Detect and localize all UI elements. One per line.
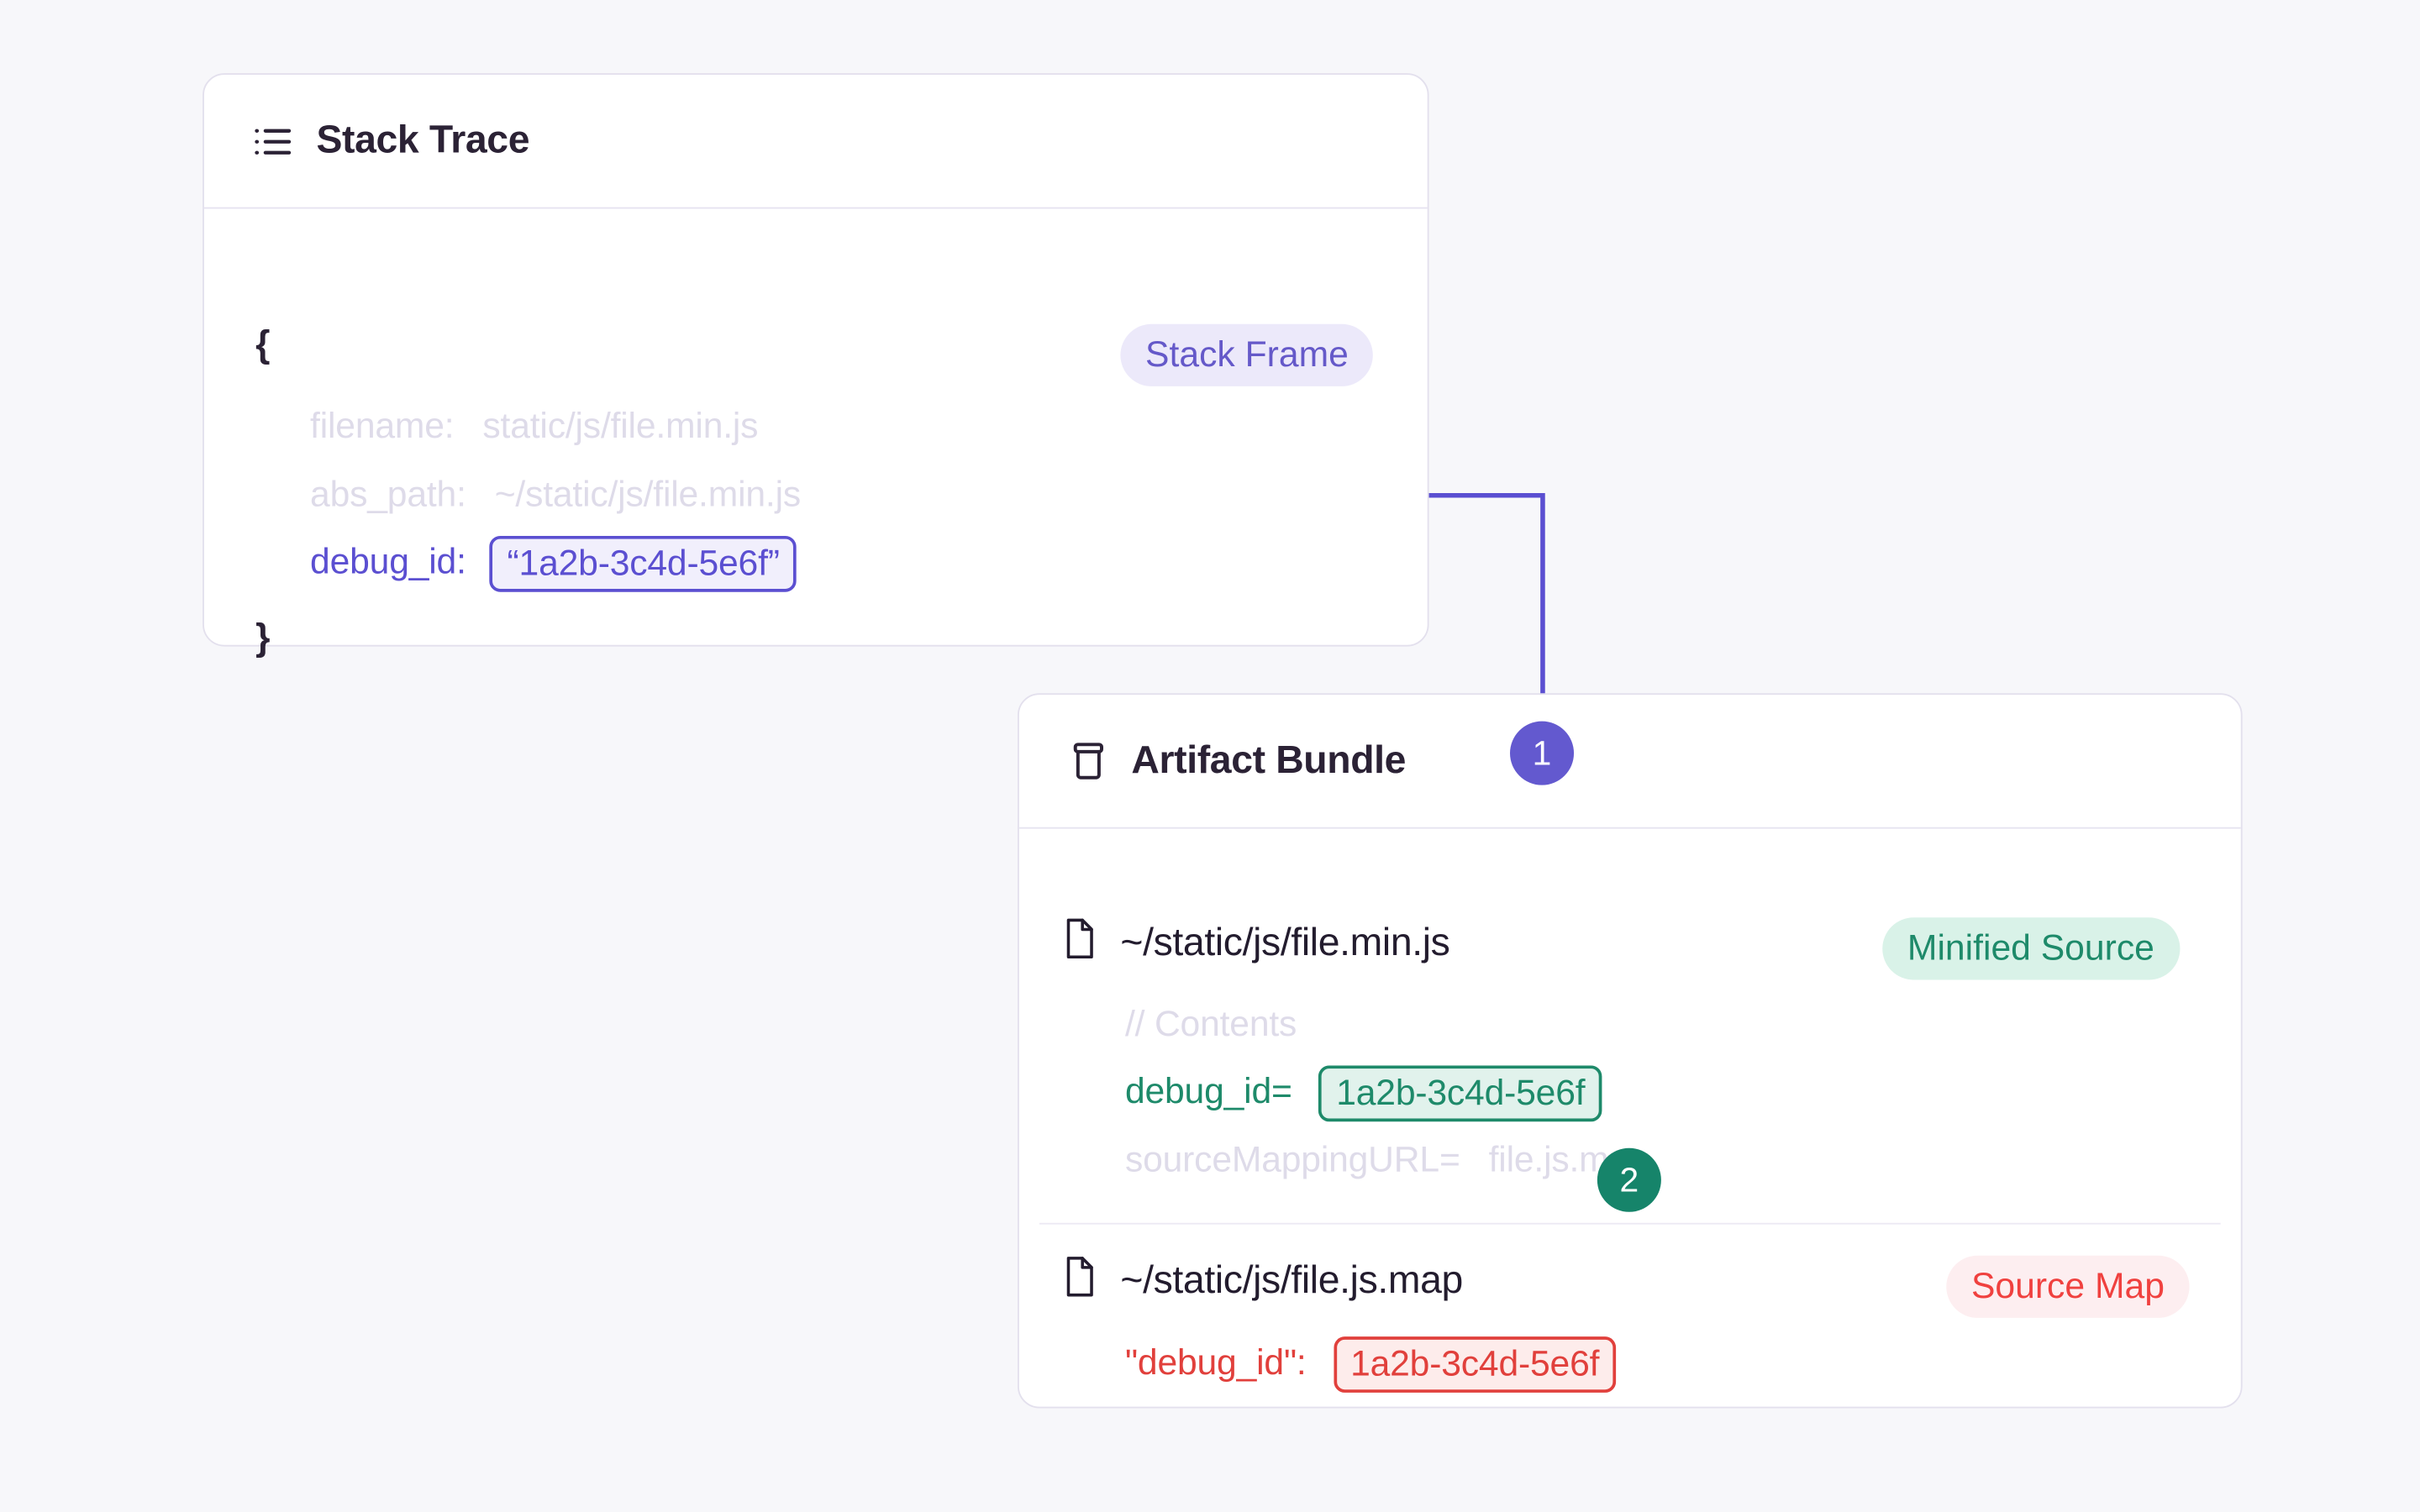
abs-path-key: abs_path:	[310, 473, 466, 514]
source-mapping-url-key: sourceMappingURL=	[1124, 1138, 1460, 1179]
minified-contents-comment: // Contents	[1124, 1003, 1297, 1044]
file-row-minified-source[interactable]: ~/static/js/file.min.js	[1061, 917, 1450, 967]
file-row-source-map[interactable]: ~/static/js/file.js.map	[1061, 1256, 1463, 1305]
source-map-debug-id-row: "debug_id": 1a2b-3c4d-5e6f	[1125, 1336, 1617, 1393]
source-map-debug-id-key: "debug_id":	[1124, 1341, 1307, 1383]
source-map-debug-id-value[interactable]: 1a2b-3c4d-5e6f	[1333, 1336, 1617, 1393]
code-row-debug-id: debug_id: “1a2b-3c4d-5e6f”	[310, 535, 797, 592]
code-open-brace: {	[255, 323, 271, 366]
stack-trace-card: Stack Trace Stack Frame { filename: stat…	[203, 73, 1429, 659]
code-close-brace: }	[255, 617, 271, 659]
code-row-abs-path: abs_path: ~/static/js/file.min.js	[310, 474, 801, 516]
minified-debug-id-value[interactable]: 1a2b-3c4d-5e6f	[1318, 1065, 1602, 1122]
minified-source-badge: Minified Source	[1882, 917, 2180, 981]
step-badge-1: 1	[1510, 721, 1575, 785]
filename-value: static/js/file.min.js	[482, 405, 759, 446]
file-icon	[1061, 1256, 1100, 1305]
source-map-badge: Source Map	[1946, 1255, 2190, 1319]
minified-debug-id-key: debug_id=	[1124, 1070, 1292, 1111]
file-icon	[1061, 917, 1100, 967]
stack-frame-badge: Stack Frame	[1120, 323, 1374, 387]
code-row-filename: filename: static/js/file.min.js	[310, 405, 758, 447]
abs-path-value: ~/static/js/file.min.js	[494, 473, 802, 514]
artifact-bundle-header: Artifact Bundle	[1018, 695, 2241, 829]
source-map-filename: ~/static/js/file.js.map	[1120, 1257, 1463, 1302]
minified-source-filename: ~/static/js/file.min.js	[1120, 920, 1450, 964]
step-badge-2: 2	[1597, 1147, 1661, 1212]
source-mapping-url-row: sourceMappingURL= file.js.map	[1125, 1139, 1649, 1181]
stack-trace-header: Stack Trace	[203, 75, 1428, 209]
artifact-bundle-card: Artifact Bundle ~/static/js/file.min.js …	[1017, 693, 2243, 1409]
filename-key: filename:	[310, 405, 455, 446]
minified-debug-id-row: debug_id= 1a2b-3c4d-5e6f	[1124, 1065, 1602, 1122]
stack-trace-debug-id-value[interactable]: “1a2b-3c4d-5e6f”	[490, 535, 797, 592]
archive-icon	[1065, 738, 1112, 785]
list-icon	[250, 118, 297, 165]
artifact-row-divider	[1039, 1222, 2221, 1225]
stack-trace-title: Stack Trace	[316, 118, 530, 162]
debug-id-key: debug_id:	[310, 540, 466, 581]
artifact-bundle-title: Artifact Bundle	[1131, 738, 1407, 782]
